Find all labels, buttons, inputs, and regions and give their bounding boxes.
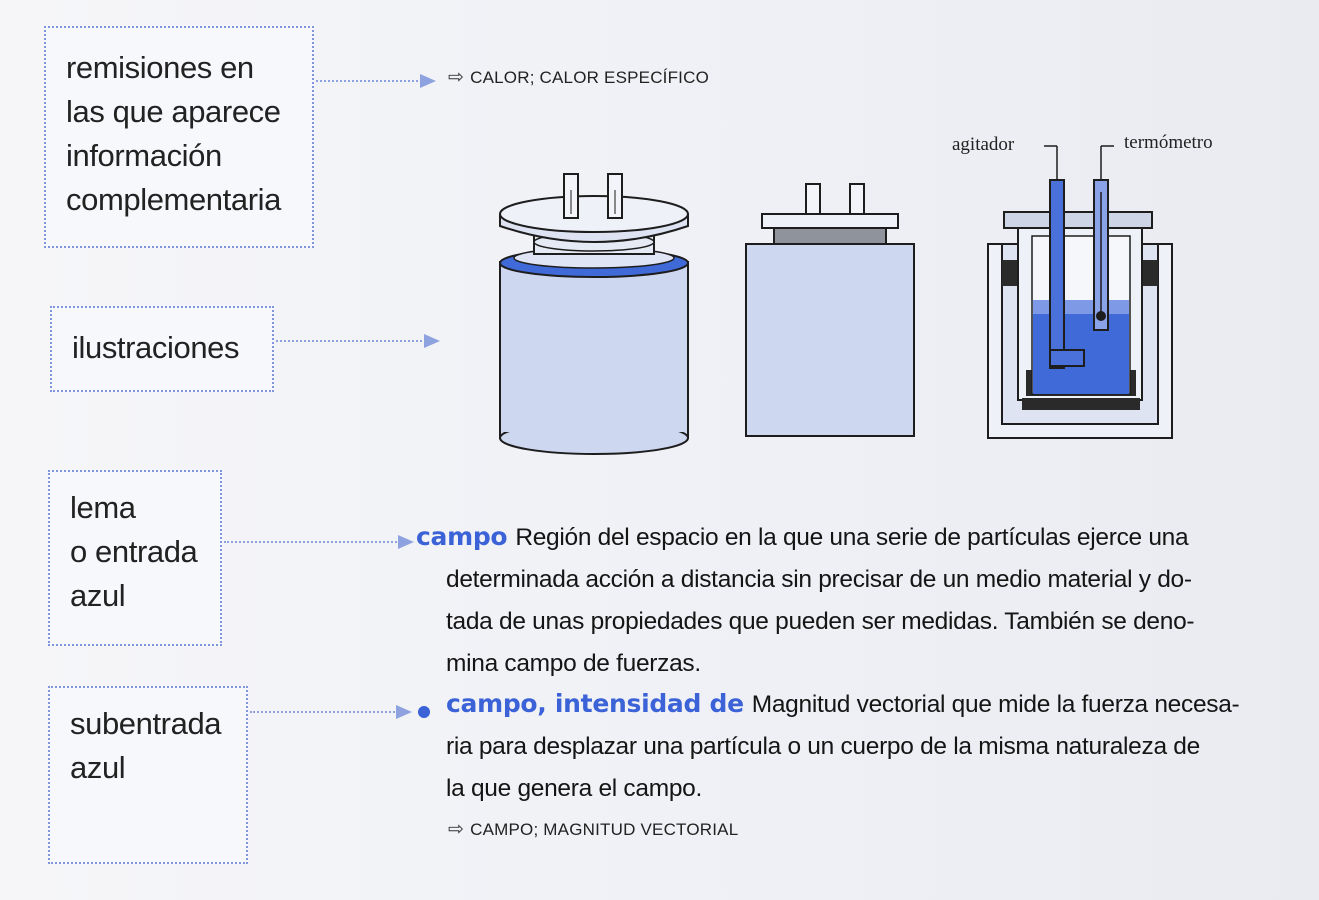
arrow-subentrada <box>250 711 398 713</box>
calorimeter-cross-section <box>987 145 1173 439</box>
box-remisiones-line: complementaria <box>66 182 281 217</box>
entry-lemma: campo <box>416 522 508 551</box>
box-lema-line: lema <box>70 490 136 525</box>
box-remisiones-line: información <box>66 138 222 173</box>
calorimeter-closed <box>499 173 689 455</box>
arrow-lema <box>224 541 400 543</box>
entry-line: tada de unas propiedades que pueden ser … <box>446 608 1195 635</box>
arrow-right-outline-icon: ⇨ <box>448 67 465 88</box>
arrow-remisiones-head <box>420 74 436 88</box>
box-lema-line: o entrada <box>70 534 198 569</box>
box-remisiones: remisiones en las que aparece informació… <box>44 26 314 248</box>
arrow-subentrada-head <box>396 705 412 719</box>
label-agitator: agitador <box>952 134 1015 155</box>
box-subentrada: subentrada azul <box>48 686 248 864</box>
dictionary-subentry-campo-intensidad: campo, intensidad de Magnitud vectorial q… <box>446 683 1240 810</box>
cross-reference-campo: ⇨ CAMPO; MAGNITUD VECTORIAL <box>448 818 738 841</box>
box-lema-line: azul <box>70 578 126 613</box>
box-ilustraciones: ilustraciones <box>50 306 274 392</box>
cross-reference-calor: ⇨ CALOR; CALOR ESPECÍFICO <box>448 66 709 89</box>
entry-line: mina campo de fuerzas. <box>446 650 701 677</box>
arrow-ilustraciones <box>276 340 426 342</box>
subentry-line: la que genera el campo. <box>446 775 702 802</box>
arrow-ilustraciones-head <box>424 334 440 348</box>
box-remisiones-line: las que aparece <box>66 94 281 129</box>
cross-reference-text: CAMPO; MAGNITUD VECTORIAL <box>470 820 739 839</box>
arrow-lema-head <box>398 535 414 549</box>
subentry-line: Magnitud vectorial que mide la fuerza ne… <box>751 691 1240 718</box>
entry-first-line: campo Región del espacio en la que una se… <box>416 516 1194 559</box>
box-remisiones-line: remisiones en <box>66 50 254 85</box>
calorimeter-side-view <box>745 183 915 437</box>
entry-line: determinada acción a distancia sin preci… <box>446 566 1192 593</box>
subentry-line: ria para desplazar una partícula o un cu… <box>446 733 1200 760</box>
box-subentrada-line: subentrada <box>70 706 222 741</box>
arrow-right-outline-icon: ⇨ <box>448 819 465 840</box>
box-subentrada-line: azul <box>70 750 126 785</box>
box-ilustraciones-line: ilustraciones <box>72 330 240 365</box>
label-thermometer: termómetro <box>1124 132 1213 153</box>
subentry-bullet-icon <box>418 706 430 718</box>
arrow-remisiones <box>316 80 422 82</box>
subentry-first-line: campo, intensidad de Magnitud vectorial q… <box>446 683 1240 726</box>
subentry-lemma: campo, intensidad de <box>446 689 744 718</box>
entry-line: Región del espacio en la que una serie d… <box>515 524 1189 551</box>
cross-reference-text: CALOR; CALOR ESPECÍFICO <box>470 68 709 87</box>
box-lema: lema o entrada azul <box>48 470 222 646</box>
dictionary-entry-campo: campo Región del espacio en la que una se… <box>416 516 1195 685</box>
